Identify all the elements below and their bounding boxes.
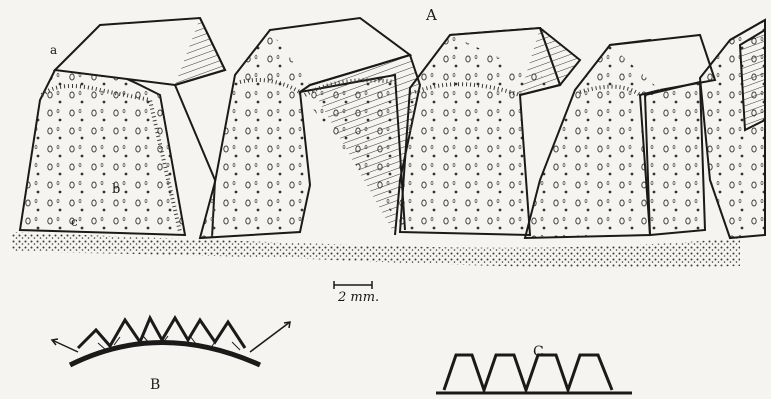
base-layer — [12, 232, 740, 267]
diagram-c — [436, 355, 632, 393]
annotation-label-b: b — [112, 183, 120, 196]
scale-bar-label: 2 mm. — [338, 291, 379, 304]
villi-section — [20, 18, 765, 238]
figure-label-b-uppercase: B — [150, 378, 160, 392]
annotation-label-a: a — [50, 44, 57, 56]
figure-label-c-uppercase: C — [533, 345, 544, 359]
figure-label-a-uppercase: A — [426, 8, 437, 23]
annotation-label-c: c — [71, 216, 78, 228]
diagram-b — [52, 318, 290, 365]
scale-bar — [334, 281, 372, 289]
